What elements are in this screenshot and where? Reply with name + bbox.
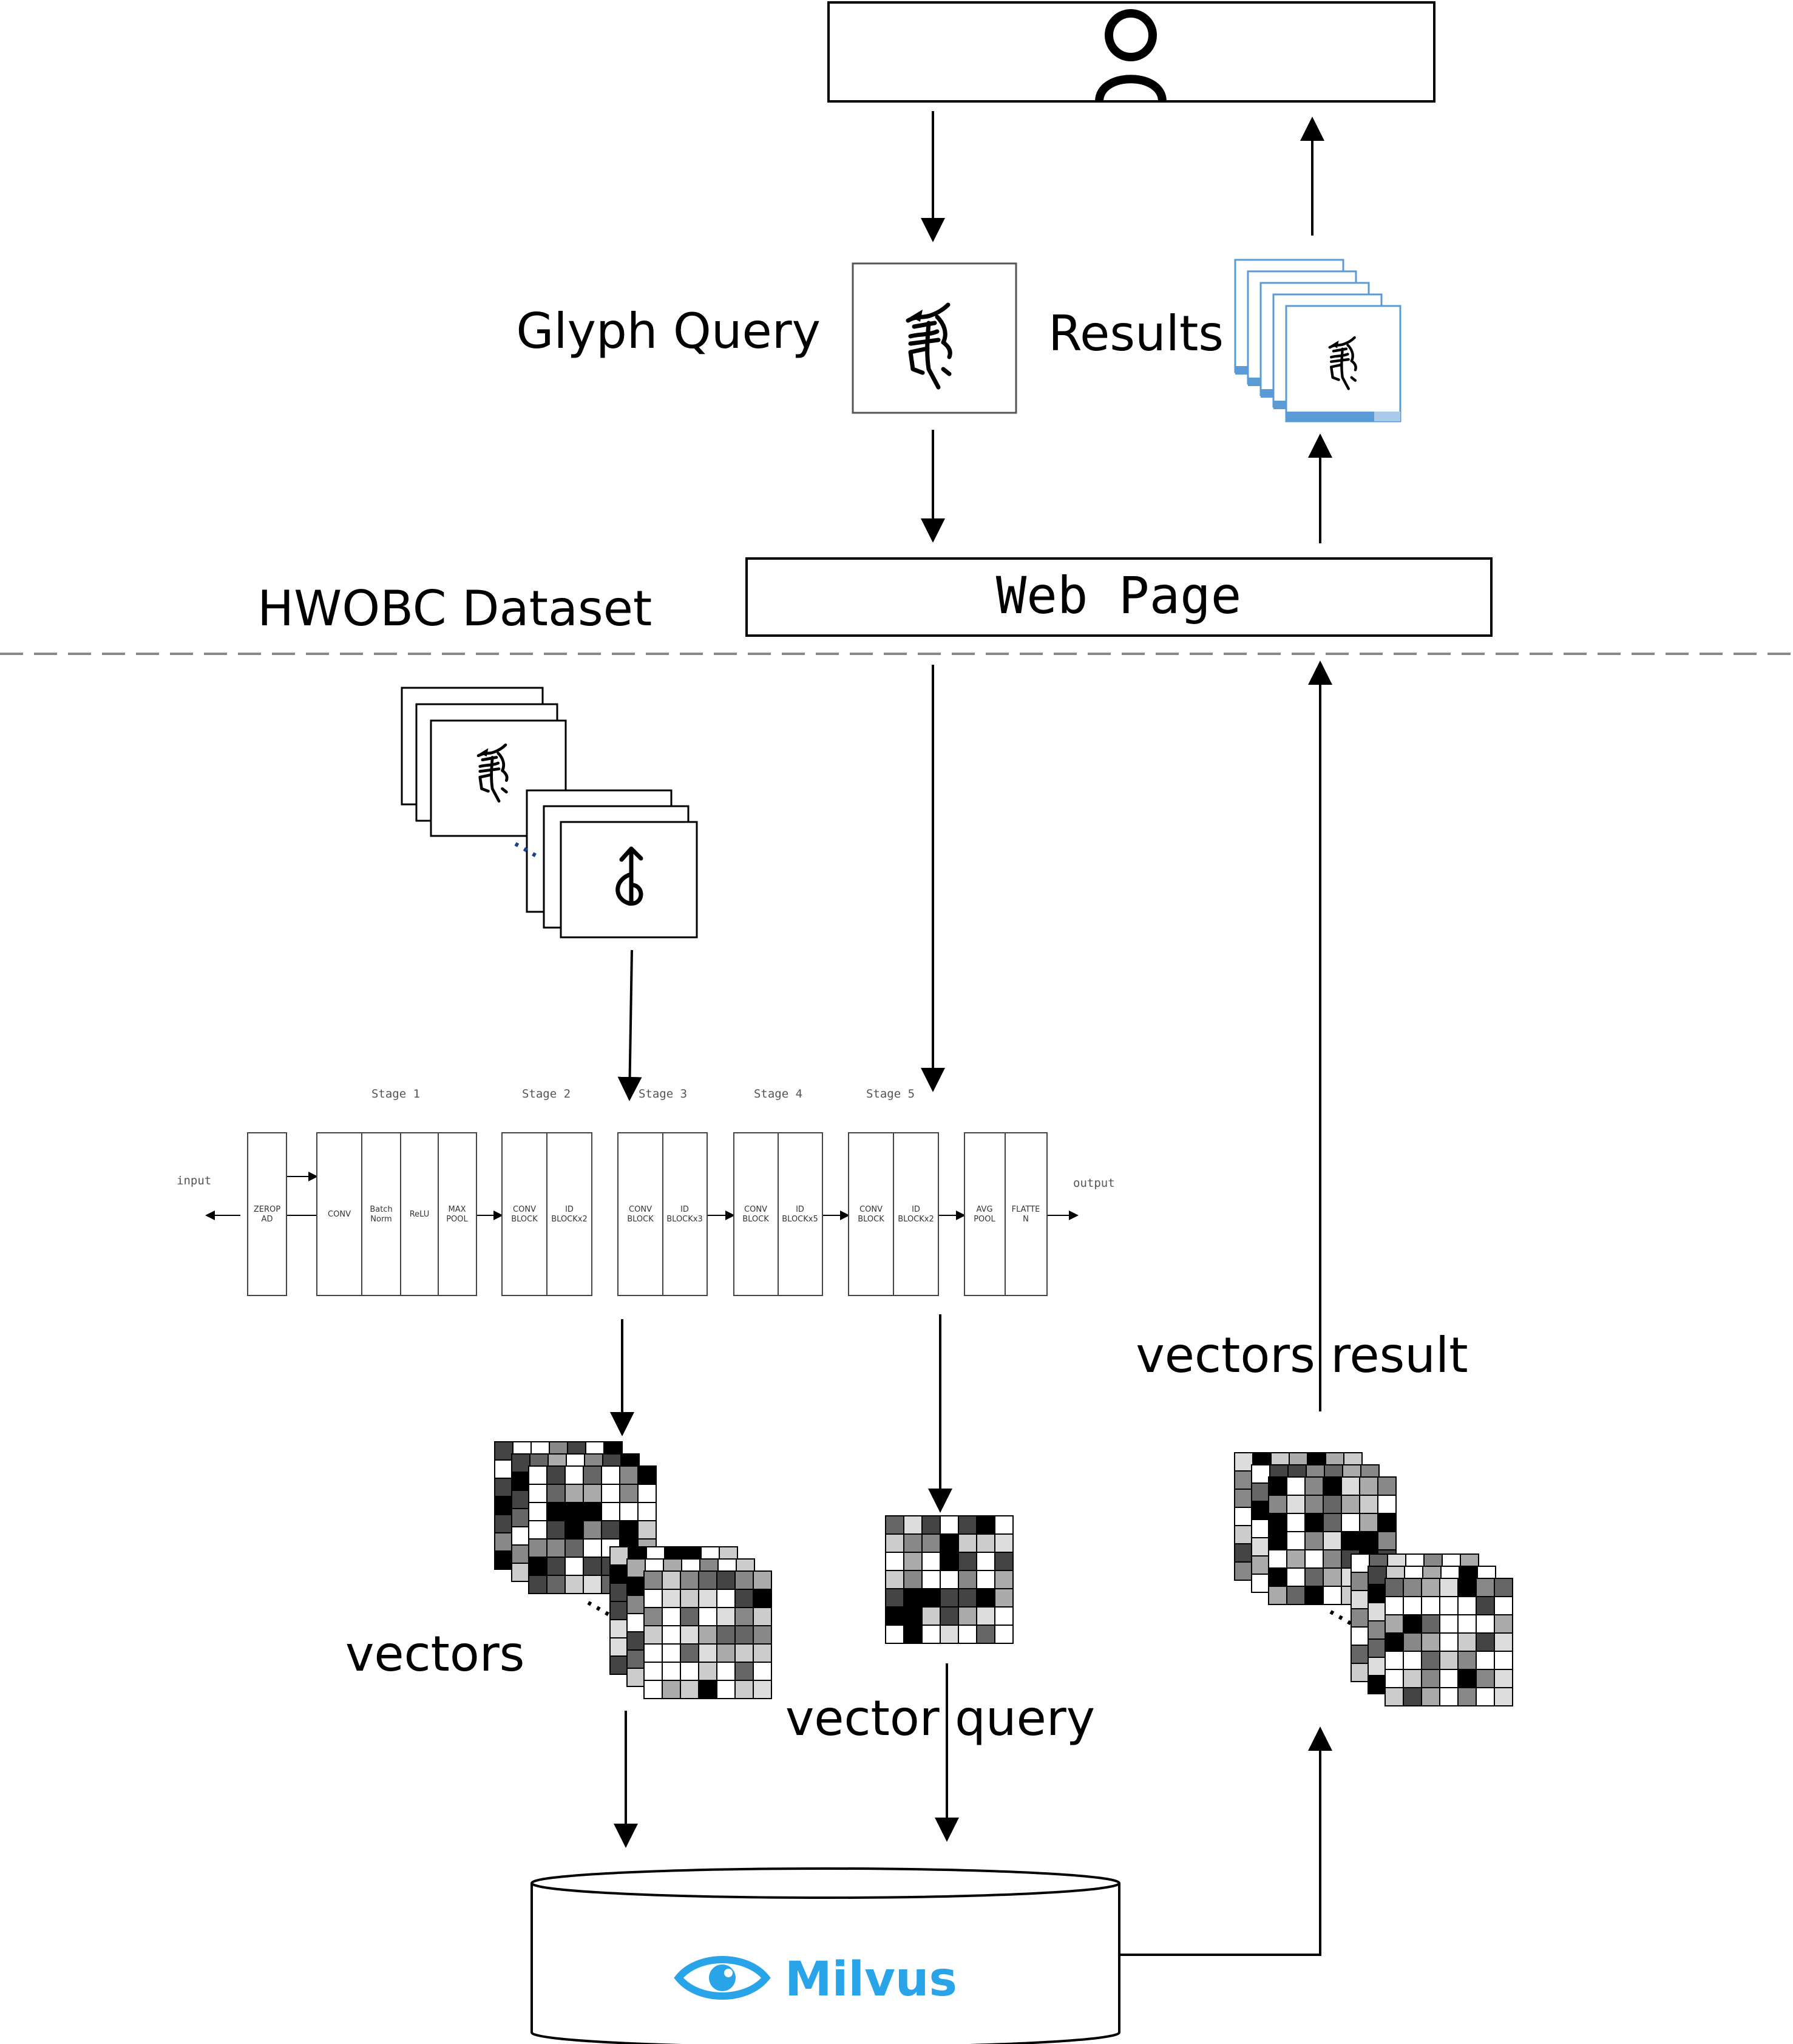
block-flatten-1: FLATTE — [1012, 1205, 1040, 1214]
vectors-result-label: vectors result — [1136, 1327, 1468, 1384]
vector-query-label: vector query — [785, 1690, 1095, 1747]
block-batchnorm-2: Norm — [370, 1215, 391, 1224]
block-zeropad-1: ZEROP — [254, 1205, 280, 1214]
block-s4-conv-2: BLOCK — [742, 1215, 769, 1224]
block-batchnorm-1: Batch — [370, 1205, 392, 1214]
glyph-query-image[interactable] — [852, 262, 1017, 414]
eye-icon — [674, 1956, 771, 2000]
results-stack[interactable] — [1234, 259, 1402, 423]
block-flatten-2: N — [1023, 1215, 1029, 1224]
stage-label-2: Stage 2 — [522, 1087, 571, 1101]
block-s2-id-1: ID — [565, 1205, 574, 1214]
network-diagram: Stage 1 Stage 2 Stage 3 Stage 4 Stage 5 … — [177, 1087, 1115, 1296]
result-grid-b-3 — [1385, 1578, 1513, 1706]
block-maxpool-2: POOL — [446, 1215, 468, 1224]
hwobc-dataset-label: HWOBC Dataset — [257, 580, 652, 637]
dataset-glyph2-icon — [615, 846, 643, 906]
stage-label-1: Stage 1 — [371, 1087, 420, 1101]
network-input-label: input — [177, 1174, 211, 1187]
feature-map-grids — [494, 1441, 1513, 1706]
vector-query-grid — [885, 1515, 1014, 1644]
stage-label-4: Stage 4 — [754, 1087, 802, 1101]
web-page-label: Web Page — [996, 566, 1242, 625]
block-avgpool-1: AVG — [976, 1205, 992, 1214]
block-s3-conv-2: BLOCK — [627, 1215, 654, 1224]
arrow-dataset-to-network — [617, 949, 642, 1101]
block-s5-id-1: ID — [912, 1205, 920, 1214]
block-s4-conv-1: CONV — [744, 1205, 767, 1214]
block-conv: CONV — [328, 1210, 351, 1219]
block-s5-conv-2: BLOCK — [858, 1215, 884, 1224]
block-s4-id-1: ID — [796, 1205, 804, 1214]
block-s3-id-1: ID — [680, 1205, 689, 1214]
block-relu: ReLU — [410, 1210, 430, 1219]
arrow-milvus-to-vectors-result — [1120, 1727, 1332, 1956]
vectors-label: vectors — [345, 1626, 524, 1682]
block-maxpool-1: MAX — [448, 1205, 466, 1214]
glyph-query-label: Glyph Query — [516, 303, 821, 359]
dataset-images[interactable] — [401, 687, 698, 939]
vector-grid-b-3 — [643, 1570, 772, 1699]
block-zeropad-2: AD — [262, 1215, 273, 1224]
block-s4-id-2: BLOCKx5 — [782, 1215, 818, 1224]
stage-label-3: Stage 3 — [639, 1087, 687, 1101]
block-s5-conv-1: CONV — [859, 1205, 883, 1214]
stage-label-5: Stage 5 — [866, 1087, 915, 1101]
user-icon — [1095, 9, 1167, 102]
milvus-database[interactable] — [530, 1867, 1120, 2044]
block-s3-conv-1: CONV — [629, 1205, 652, 1214]
block-s2-id-2: BLOCKx2 — [551, 1215, 588, 1224]
block-s2-conv-1: CONV — [513, 1205, 536, 1214]
block-s3-id-2: BLOCKx3 — [666, 1215, 703, 1224]
block-s5-id-2: BLOCKx2 — [898, 1215, 934, 1224]
web-page-box[interactable] — [745, 557, 1493, 637]
block-s2-conv-2: BLOCK — [511, 1215, 538, 1224]
block-avgpool-2: POOL — [974, 1215, 995, 1224]
user-box[interactable] — [827, 1, 1435, 103]
milvus-label: Milvus — [785, 1952, 957, 2007]
results-label: Results — [1048, 305, 1224, 362]
network-output-label: output — [1073, 1176, 1115, 1190]
